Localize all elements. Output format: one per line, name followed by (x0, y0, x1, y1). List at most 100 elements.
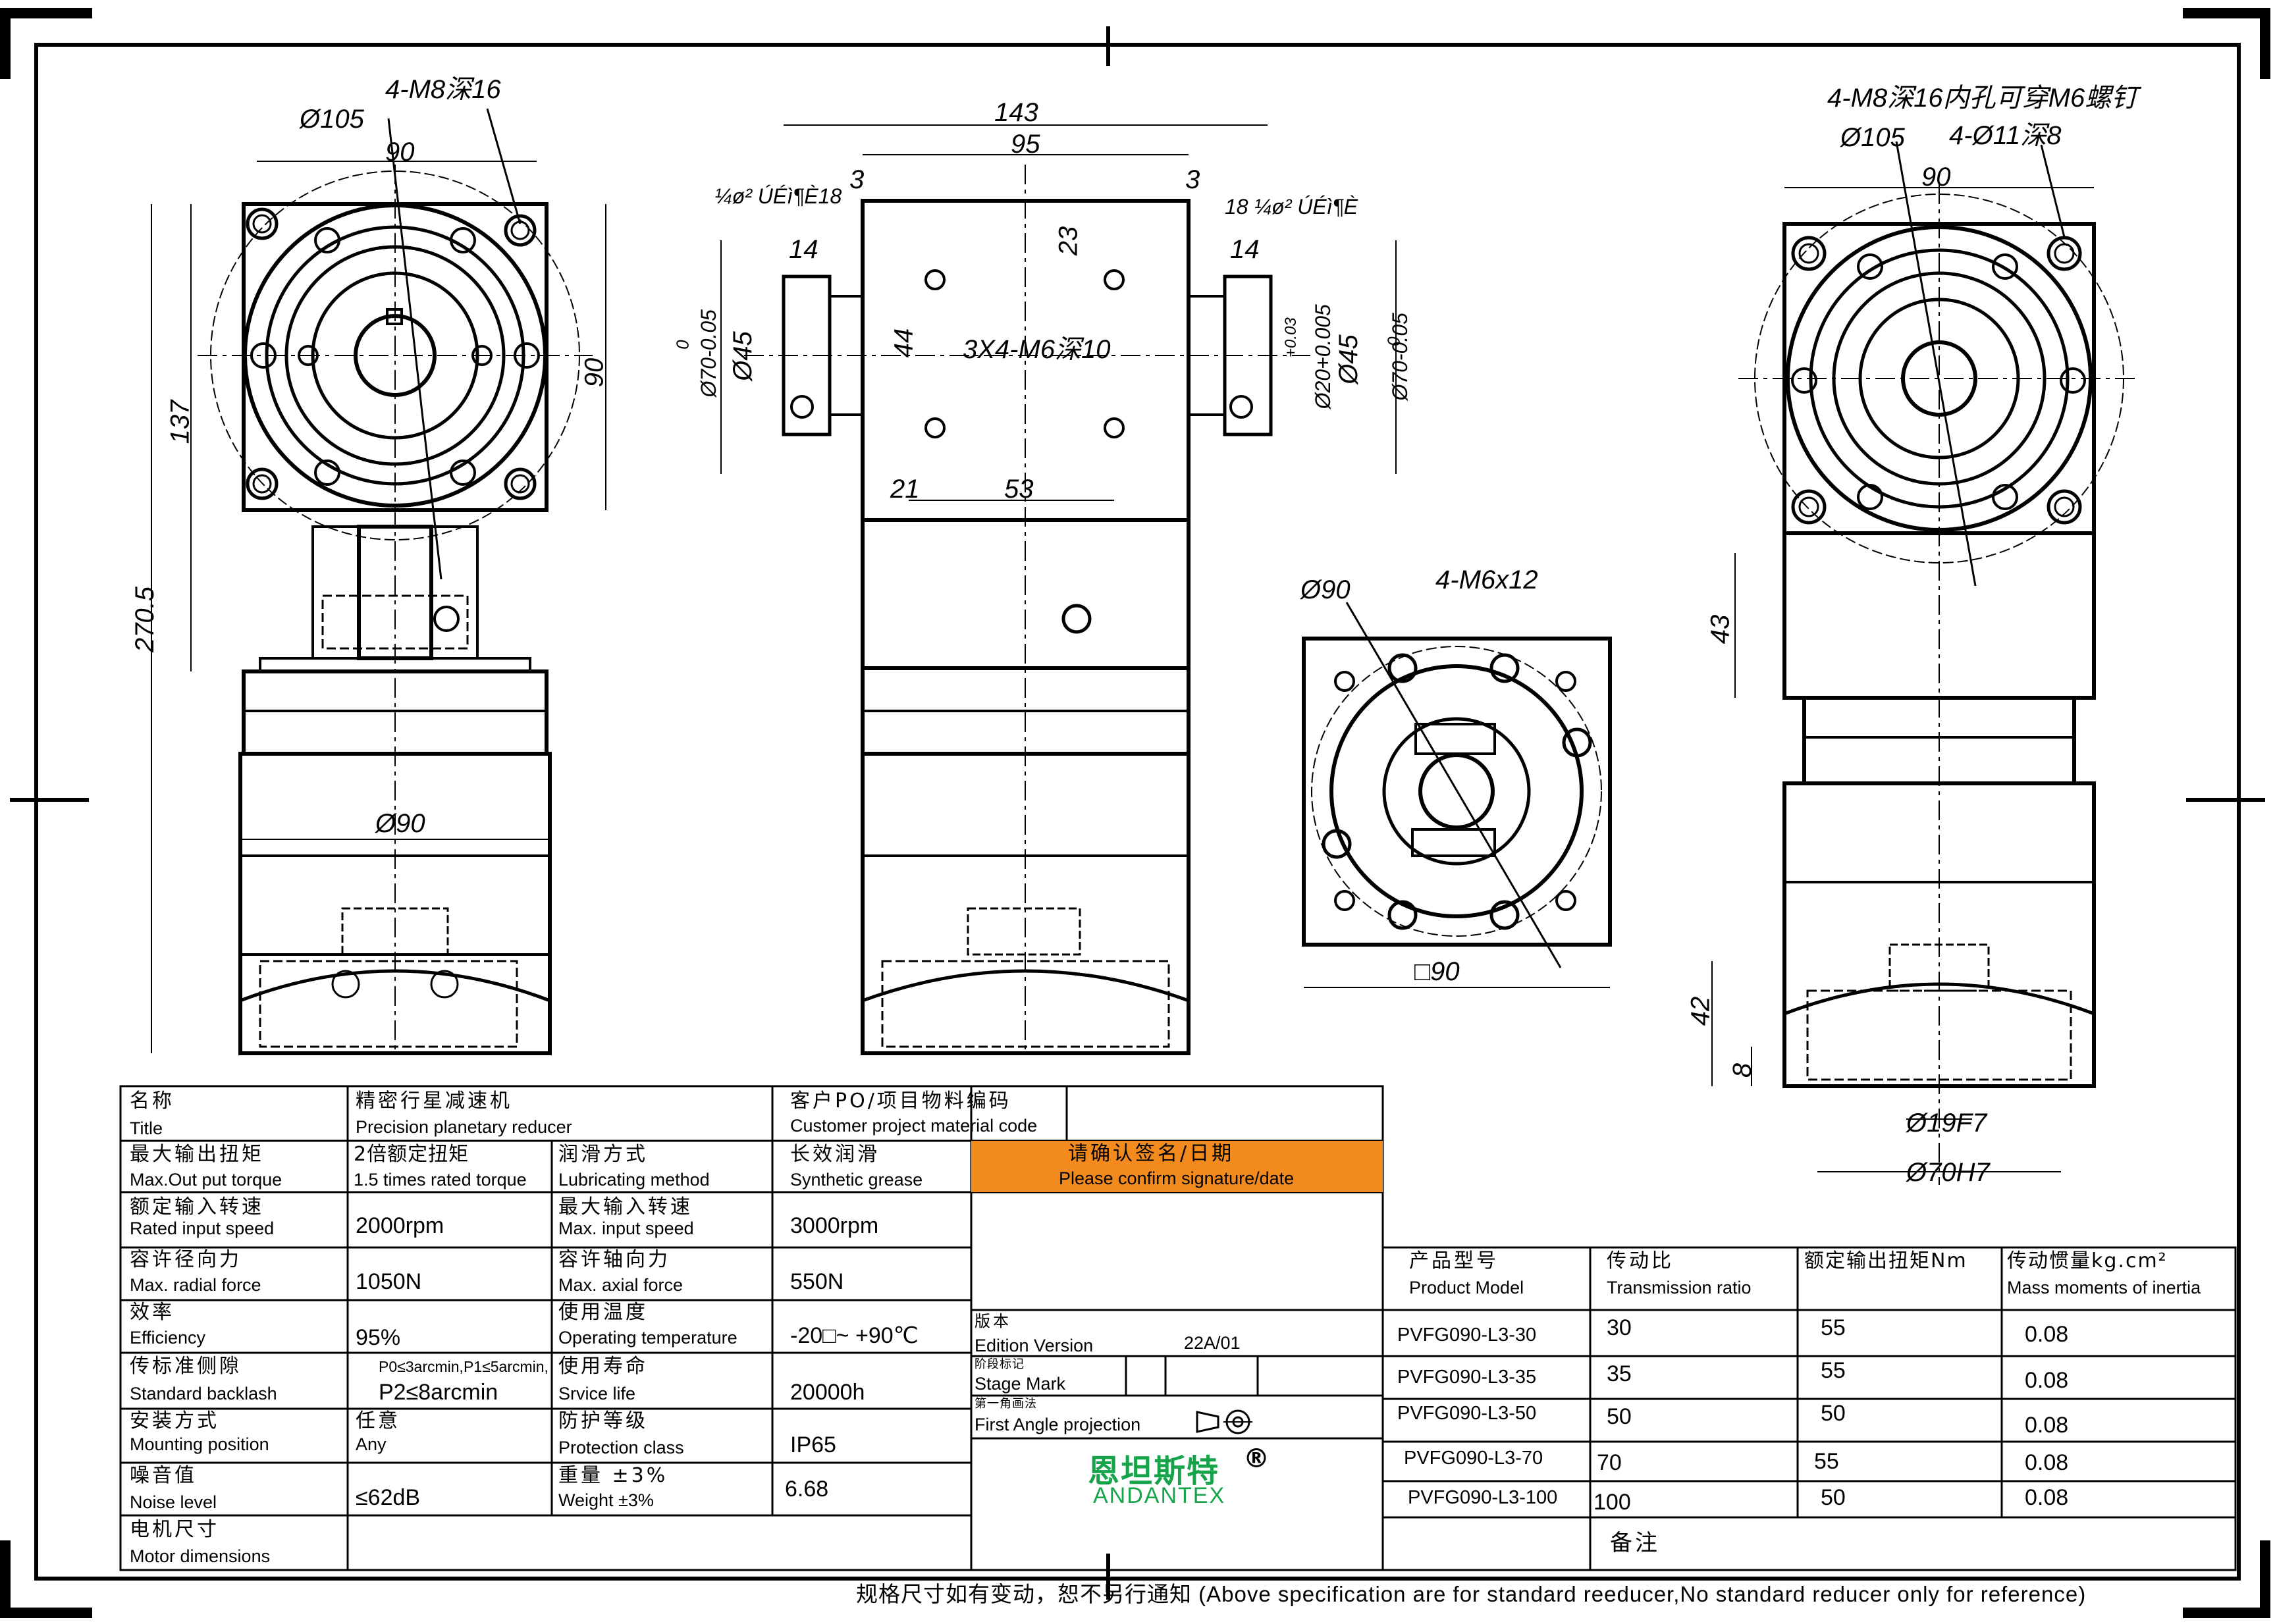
backlash-value-p2: P2≤8arcmin (379, 1380, 498, 1405)
projection-label-cn: 第一角画法 (975, 1397, 1037, 1411)
dim-right-4m8: 4-M8深16内孔可穿M6螺钉 (1827, 84, 2138, 113)
remark-label: 备注 (1610, 1530, 1660, 1556)
dim-4-phi11: 4-Ø11深8 (1949, 121, 2062, 150)
noise-label-cn: 噪音值 (130, 1464, 197, 1487)
mounting-value-en: Any (356, 1434, 387, 1454)
dim-53: 53 (1004, 475, 1034, 504)
efficiency-label-cn: 效率 (130, 1301, 174, 1324)
dim-4-m6x12: 4-M6x12 (1435, 565, 1538, 594)
dim-3-right: 3 (1185, 165, 1200, 194)
model-row-2-model: PVFG090-L3-35 (1397, 1367, 1537, 1388)
dim-4m8-left: 4-M8深16 (385, 75, 501, 104)
max-input-label-cn: 最大输入转速 (558, 1195, 693, 1218)
dim-phi90-center: Ø90 (1300, 575, 1351, 604)
dim-phi20: Ø20+0.005 (1310, 304, 1335, 409)
confirm-label-cn: 请确认签名/日期 (1068, 1142, 1235, 1165)
model-row-2-torque: 55 (1821, 1358, 1846, 1383)
edition-label-en: Edition Version (975, 1336, 1094, 1355)
model-row-3-torque: 50 (1821, 1401, 1846, 1426)
middle-view (720, 124, 1397, 1055)
model-row-3-inertia: 0.08 (2025, 1413, 2069, 1438)
dim-270-5: 270.5 (130, 586, 160, 653)
model-row-1-torque: 55 (1821, 1315, 1846, 1340)
dim-phi105-left: Ø105 (300, 105, 364, 134)
dim-phi70h7: Ø70H7 (1906, 1158, 1990, 1187)
dim-90-side-left: 90 (579, 357, 609, 388)
model-row-4-ratio: 70 (1597, 1450, 1622, 1475)
brand-name-cn: 恩坦斯特 (1088, 1454, 1220, 1489)
dim-95: 95 (1011, 130, 1040, 159)
axial-force-value: 550N (790, 1269, 844, 1294)
dim-14-right: 14 (1230, 235, 1260, 264)
dim-phi45-left: Ø45 (728, 331, 757, 381)
dim-143: 143 (994, 98, 1038, 127)
service-life-value: 20000h (790, 1380, 865, 1405)
protection-value: IP65 (790, 1432, 836, 1457)
dim-phi20-tol: +0.03 (1281, 317, 1300, 357)
axial-force-label-en: Max. axial force (558, 1275, 683, 1295)
model-row-4-model: PVFG090-L3-70 (1404, 1448, 1543, 1469)
model-row-2-inertia: 0.08 (2025, 1368, 2069, 1393)
model-row-3-ratio: 50 (1607, 1404, 1632, 1429)
max-torque-value-cn: 2倍额定扭矩 (354, 1143, 469, 1166)
service-life-label-en: Srvice life (558, 1384, 636, 1403)
customer-code-label-en: Customer project material code (790, 1116, 1038, 1136)
efficiency-value: 95% (356, 1325, 401, 1350)
dim-phi70-left: Ø70-0.05 (696, 309, 720, 398)
title-value-en: Precision planetary reducer (356, 1117, 572, 1137)
stage-label-en: Stage Mark (975, 1374, 1066, 1394)
dim-phi90-left: Ø90 (375, 809, 425, 838)
torque-header: 额定输出扭矩Nm (1804, 1249, 1967, 1272)
model-row-1-inertia: 0.08 (2025, 1322, 2069, 1347)
model-row-5-model: PVFG090-L3-100 (1408, 1487, 1558, 1508)
max-input-label-en: Max. input speed (558, 1218, 694, 1238)
lube-value-en: Synthetic grease (790, 1170, 923, 1190)
confirm-label-en: Please confirm signature/date (1059, 1168, 1295, 1188)
stage-label-cn: 阶段标记 (975, 1357, 1025, 1371)
spec-table-grid (119, 1085, 2237, 1571)
dim-phi70-left-zero: 0 (672, 340, 693, 350)
motor-dimensions-label-en: Motor dimensions (130, 1546, 271, 1566)
model-row-3-model: PVFG090-L3-50 (1397, 1403, 1537, 1424)
radial-force-label-en: Max. radial force (130, 1275, 261, 1295)
lube-label-cn: 润滑方式 (558, 1143, 648, 1166)
title-label-cn: 名称 (130, 1089, 174, 1113)
dim-43: 43 (1705, 614, 1735, 644)
temperature-value: -20□~ +90℃ (790, 1323, 919, 1348)
dim-3x4-m6: 3X4-M6深10 (963, 335, 1111, 364)
max-input-value: 3000rpm (790, 1213, 879, 1238)
dim-44: 44 (889, 328, 919, 358)
customer-code-label-cn: 客户PO/项目物料编码 (790, 1089, 1011, 1113)
drawing-border (0, 8, 2270, 1618)
title-label-en: Title (130, 1118, 163, 1138)
protection-label-cn: 防护等级 (558, 1409, 648, 1432)
service-life-label-cn: 使用寿命 (558, 1355, 648, 1378)
lube-label-en: Lubricating method (558, 1170, 710, 1190)
center-flange-view (1302, 602, 1612, 988)
model-row-4-inertia: 0.08 (2025, 1450, 2069, 1475)
radial-force-value: 1050N (356, 1269, 422, 1294)
inertia-header-en: Mass moments of inertia (2007, 1278, 2201, 1297)
brand-registered-mark: ® (1243, 1444, 1270, 1474)
max-torque-label-cn: 最大输出扭矩 (130, 1143, 264, 1166)
dim-137: 137 (165, 400, 195, 444)
model-header-en: Product Model (1409, 1278, 1524, 1297)
temperature-label-cn: 使用温度 (558, 1301, 648, 1324)
confirm-signature-cell (971, 1141, 1383, 1192)
dim-phi45-right: Ø45 (1333, 334, 1363, 384)
noise-value: ≤62dB (356, 1485, 421, 1510)
right-view (1711, 141, 2140, 1185)
title-value-cn: 精密行星减速机 (356, 1089, 512, 1113)
dim-21: 21 (890, 475, 920, 504)
footer-note: 规格尺寸如有变动，恕不另行通知 (Above specification are… (856, 1582, 2087, 1606)
rated-input-label-en: Rated input speed (130, 1218, 275, 1238)
rated-input-value: 2000rpm (356, 1213, 444, 1238)
dim-3-left: 3 (849, 165, 865, 194)
model-row-5-torque: 50 (1821, 1485, 1846, 1510)
left-view (151, 108, 606, 1055)
model-row-1-model: PVFG090-L3-30 (1397, 1324, 1537, 1346)
mounting-label-en: Mounting position (130, 1434, 269, 1454)
model-row-5-inertia: 0.08 (2025, 1485, 2069, 1510)
ratio-header-en: Transmission ratio (1607, 1278, 1752, 1297)
